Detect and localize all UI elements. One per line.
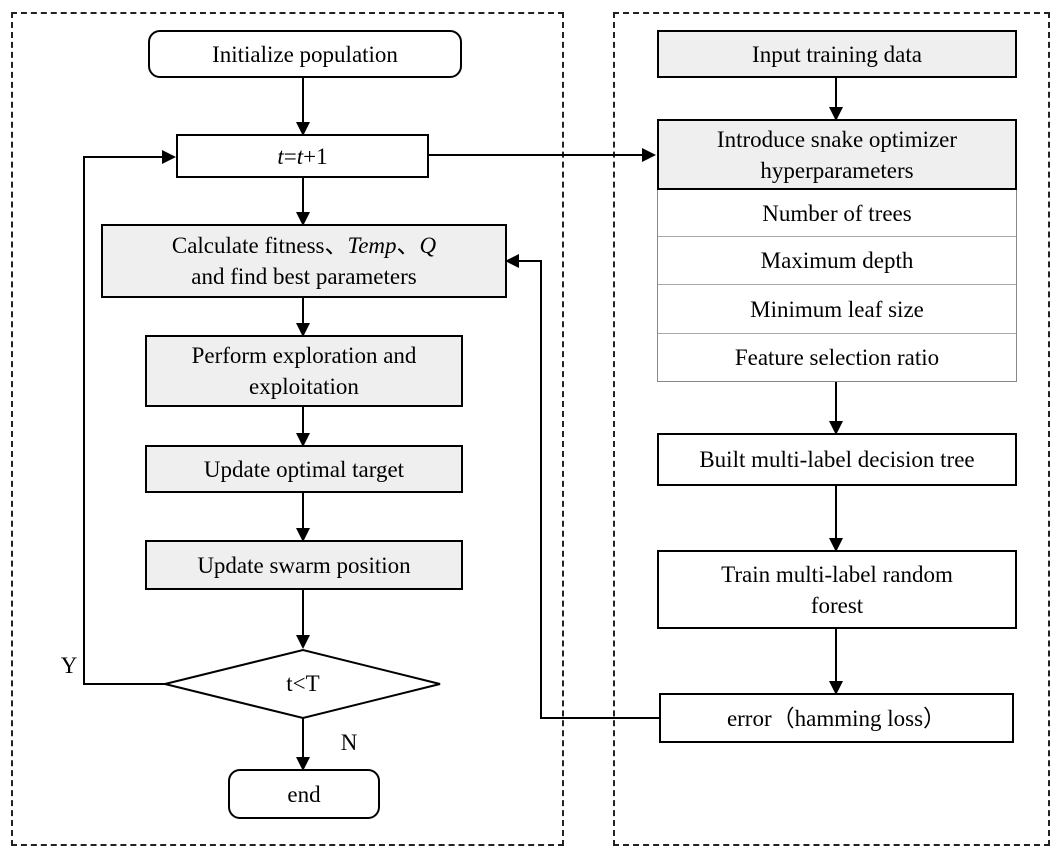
- calculate-fitness-line2: and find best parameters: [191, 264, 417, 289]
- yes-label: Y: [60, 653, 78, 678]
- random-forest-panel: [613, 12, 1050, 846]
- iteration-expression: t=t+1: [277, 143, 328, 169]
- end-node: end: [228, 769, 380, 819]
- error-hamming-loss-node: error（hamming loss）: [659, 693, 1014, 743]
- random-forest-node: Train multi-label random forest: [657, 550, 1017, 629]
- snake-optimizer-panel: [11, 12, 564, 846]
- param-minimum-leaf-size: Minimum leaf size: [658, 286, 1016, 334]
- decision-diamond: [164, 648, 441, 720]
- exploration-exploitation-node: Perform exploration and exploitation: [145, 335, 463, 407]
- update-swarm-position-node: Update swarm position: [145, 540, 463, 590]
- decision-tree-node: Built multi-label decision tree: [657, 433, 1017, 486]
- input-training-data-node: Input training data: [657, 30, 1017, 78]
- snake-optimizer-hyperparameters-node: Introduce snake optimizer hyperparameter…: [657, 119, 1017, 190]
- calculate-fitness-line1: Calculate fitness、Temp、Q: [171, 233, 437, 258]
- update-optimal-target-node: Update optimal target: [145, 445, 463, 493]
- iteration-increment-node: t=t+1: [176, 134, 429, 178]
- calculate-fitness-node: Calculate fitness、Temp、Q and find best p…: [101, 224, 507, 298]
- param-maximum-depth: Maximum depth: [658, 238, 1016, 285]
- initialize-population-node: Initialize population: [148, 30, 462, 78]
- param-feature-selection-ratio: Feature selection ratio: [658, 335, 1016, 381]
- param-number-of-trees: Number of trees: [658, 191, 1016, 237]
- no-label: N: [340, 730, 358, 755]
- decision-label: t<T: [286, 671, 320, 696]
